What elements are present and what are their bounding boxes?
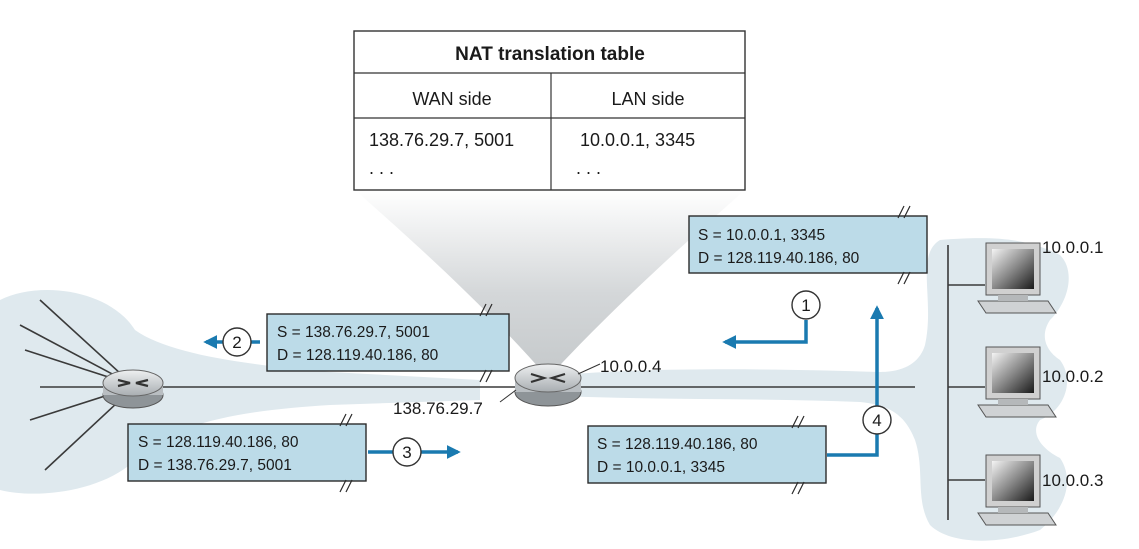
lan-region-shade	[560, 238, 1069, 541]
step-number: 3	[402, 443, 411, 462]
step-marker-3: 3	[392, 437, 422, 467]
packet-4-destination: D = 10.0.0.1, 3345	[597, 459, 725, 476]
step-number: 4	[872, 411, 881, 430]
table-ellipsis-wan: . . .	[369, 158, 394, 178]
nat-translation-table: NAT translation table WAN side LAN side …	[353, 30, 746, 191]
table-title: NAT translation table	[455, 44, 645, 65]
flow-arrow-4	[827, 305, 884, 457]
packet-2-destination: D = 128.119.40.186, 80	[277, 347, 439, 364]
packet-3: S = 128.119.40.186, 80 D = 138.76.29.7, …	[127, 413, 367, 493]
router-wan-ip: 138.76.29.7	[393, 399, 483, 418]
step-marker-4: 4	[862, 405, 892, 435]
host-computer-icon	[977, 242, 1057, 314]
packet-2: S = 138.76.29.7, 5001 D = 128.119.40.186…	[266, 303, 510, 383]
packet-3-destination: D = 138.76.29.7, 5001	[138, 457, 292, 474]
step-number: 1	[801, 296, 810, 315]
nat-router-icon	[514, 363, 582, 407]
table-callout-cone	[355, 190, 745, 378]
flow-arrow-1	[722, 320, 808, 349]
wan-region-shade	[0, 290, 480, 494]
host-label: 10.0.0.2	[1042, 367, 1103, 386]
lan-bus	[947, 245, 985, 520]
packet-2-source: S = 138.76.29.7, 5001	[277, 324, 430, 341]
router-lan-ip: 10.0.0.4	[600, 357, 661, 376]
step-marker-1: 1	[791, 290, 821, 320]
table-ellipsis-lan: . . .	[576, 158, 601, 178]
table-cell-lan: 10.0.0.1, 3345	[580, 130, 695, 150]
packet-4-source: S = 128.119.40.186, 80	[597, 436, 758, 453]
host-label: 10.0.0.3	[1042, 471, 1103, 490]
table-header-wan: WAN side	[412, 89, 491, 109]
step-number: 2	[232, 333, 241, 352]
packet-1-source: S = 10.0.0.1, 3345	[698, 227, 825, 244]
table-cell-wan: 138.76.29.7, 5001	[369, 130, 514, 150]
internet-router-icon	[102, 369, 164, 409]
wan-ip-leader	[499, 389, 517, 403]
packet-3-source: S = 128.119.40.186, 80	[138, 434, 299, 451]
host-computer-icon	[977, 346, 1057, 418]
lan-ip-leader	[577, 363, 601, 375]
packet-1-destination: D = 128.119.40.186, 80	[698, 250, 860, 267]
host-computer-icon	[977, 454, 1057, 526]
packet-1: S = 10.0.0.1, 3345 D = 128.119.40.186, 8…	[688, 205, 928, 285]
packet-4: S = 128.119.40.186, 80 D = 10.0.0.1, 334…	[587, 415, 827, 495]
table-header-lan: LAN side	[611, 89, 684, 109]
step-marker-2: 2	[222, 327, 252, 357]
host-label: 10.0.0.1	[1042, 238, 1103, 257]
